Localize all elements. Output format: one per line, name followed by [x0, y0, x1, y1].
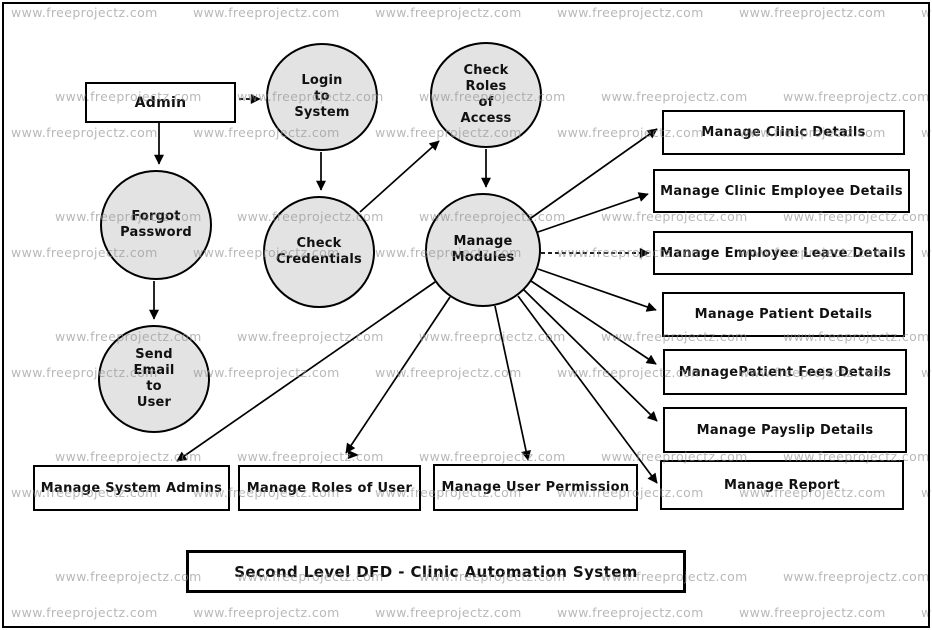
watermark: www.freeprojectz.com	[193, 365, 340, 380]
watermark: www.freeprojectz.com	[55, 449, 202, 464]
watermark: www.freeprojectz.com	[419, 329, 566, 344]
box-manage-report: Manage Report	[660, 460, 904, 510]
box-manage-patient-details-label: Manage Patient Details	[694, 307, 873, 322]
box-manage-clinic-details-label: Manage Clinic Details	[701, 125, 866, 140]
watermark: www.freeprojectz.com	[11, 605, 158, 620]
process-check-credentials: Check Credentials	[263, 196, 375, 308]
arrow-modules-to-roles-of-user	[345, 296, 451, 454]
diagram-title: Second Level DFD - Clinic Automation Sys…	[234, 562, 638, 581]
stray-arrowhead	[348, 450, 359, 459]
watermark: www.freeprojectz.com	[193, 605, 340, 620]
watermark: www.freeprojectz.com	[237, 449, 384, 464]
process-send-email-label: Send Email to User	[133, 347, 175, 410]
arrow-modules-to-clinic-employee-details	[537, 192, 649, 233]
process-manage-modules-label: Manage Modules	[451, 234, 515, 265]
box-manage-payslip-details-label: Manage Payslip Details	[696, 422, 874, 438]
watermark: www.freeprojectz.com	[921, 5, 932, 20]
watermark: www.freeprojectz.com	[739, 5, 886, 20]
box-manage-user-permission: Manage User Permission	[433, 464, 638, 511]
box-manage-roles-of-user: Manage Roles of User	[238, 465, 421, 511]
process-login-to-system: Login to System	[266, 43, 378, 151]
watermark: www.freeprojectz.com	[375, 5, 522, 20]
watermark: www.freeprojectz.com	[601, 89, 748, 104]
arrow-modules-to-system-admins	[176, 281, 436, 462]
arrow-modules-to-user-permission	[494, 305, 531, 461]
watermark: www.freeprojectz.com	[921, 365, 932, 380]
arrow-modules-to-report	[517, 295, 658, 484]
box-manage-clinic-details: Manage Clinic Details	[662, 110, 905, 155]
arrow-modules-to-payslip-details	[523, 289, 658, 422]
entity-admin: Admin	[85, 82, 236, 123]
box-manage-payslip-details: Manage Payslip Details	[663, 407, 907, 453]
process-check-credentials-label: Check Credentials	[276, 236, 362, 267]
arrow-modules-to-clinic-details	[530, 128, 658, 219]
watermark: www.freeprojectz.com	[921, 605, 932, 620]
box-manage-patient-fees-details-label: ManagePatient Fees Details	[678, 364, 892, 380]
process-forgot-password-label: Forgot Password	[120, 209, 192, 240]
process-check-roles-of-access: Check Roles of Access	[430, 42, 542, 148]
process-send-email-to-user: Send Email to User	[98, 325, 210, 433]
arrow-check-credentials-to-check-roles	[359, 140, 440, 213]
box-manage-employee-leave-details: Manage Employee Leave Details	[653, 231, 913, 275]
watermark: www.freeprojectz.com	[783, 89, 930, 104]
box-manage-patient-details: Manage Patient Details	[662, 292, 905, 337]
arrow-modules-to-patient-fees-details	[530, 280, 657, 365]
process-manage-modules: Manage Modules	[425, 193, 541, 307]
box-manage-report-label: Manage Report	[724, 477, 840, 493]
process-login-label: Login to System	[294, 73, 350, 120]
watermark: www.freeprojectz.com	[419, 449, 566, 464]
watermark: www.freeprojectz.com	[921, 245, 932, 260]
watermark: www.freeprojectz.com	[739, 605, 886, 620]
watermark: www.freeprojectz.com	[375, 605, 522, 620]
box-manage-employee-leave-details-label: Manage Employee Leave Details	[660, 245, 906, 261]
box-manage-system-admins: Manage System Admins	[33, 465, 230, 511]
box-manage-user-permission-label: Manage User Permission	[441, 480, 630, 495]
watermark: www.freeprojectz.com	[55, 569, 202, 584]
box-manage-system-admins-label: Manage System Admins	[40, 480, 223, 496]
box-manage-patient-fees-details: ManagePatient Fees Details	[663, 349, 907, 395]
box-manage-roles-of-user-label: Manage Roles of User	[246, 480, 413, 496]
process-forgot-password: Forgot Password	[100, 170, 212, 280]
watermark: www.freeprojectz.com	[921, 485, 932, 500]
watermark: www.freeprojectz.com	[921, 125, 932, 140]
arrow-modules-to-patient-details	[537, 268, 657, 312]
box-manage-clinic-employee-details-label: Manage Clinic Employee Details	[660, 183, 903, 199]
watermark: www.freeprojectz.com	[783, 569, 930, 584]
watermark: www.freeprojectz.com	[11, 125, 158, 140]
watermark: www.freeprojectz.com	[11, 5, 158, 20]
watermark: www.freeprojectz.com	[557, 605, 704, 620]
watermark: www.freeprojectz.com	[193, 5, 340, 20]
box-manage-clinic-employee-details: Manage Clinic Employee Details	[653, 169, 910, 213]
diagram-title-box: Second Level DFD - Clinic Automation Sys…	[186, 550, 686, 593]
watermark: www.freeprojectz.com	[237, 329, 384, 344]
watermark: www.freeprojectz.com	[557, 5, 704, 20]
process-check-roles-label: Check Roles of Access	[460, 63, 512, 126]
entity-admin-label: Admin	[134, 94, 187, 111]
watermark: www.freeprojectz.com	[375, 365, 522, 380]
